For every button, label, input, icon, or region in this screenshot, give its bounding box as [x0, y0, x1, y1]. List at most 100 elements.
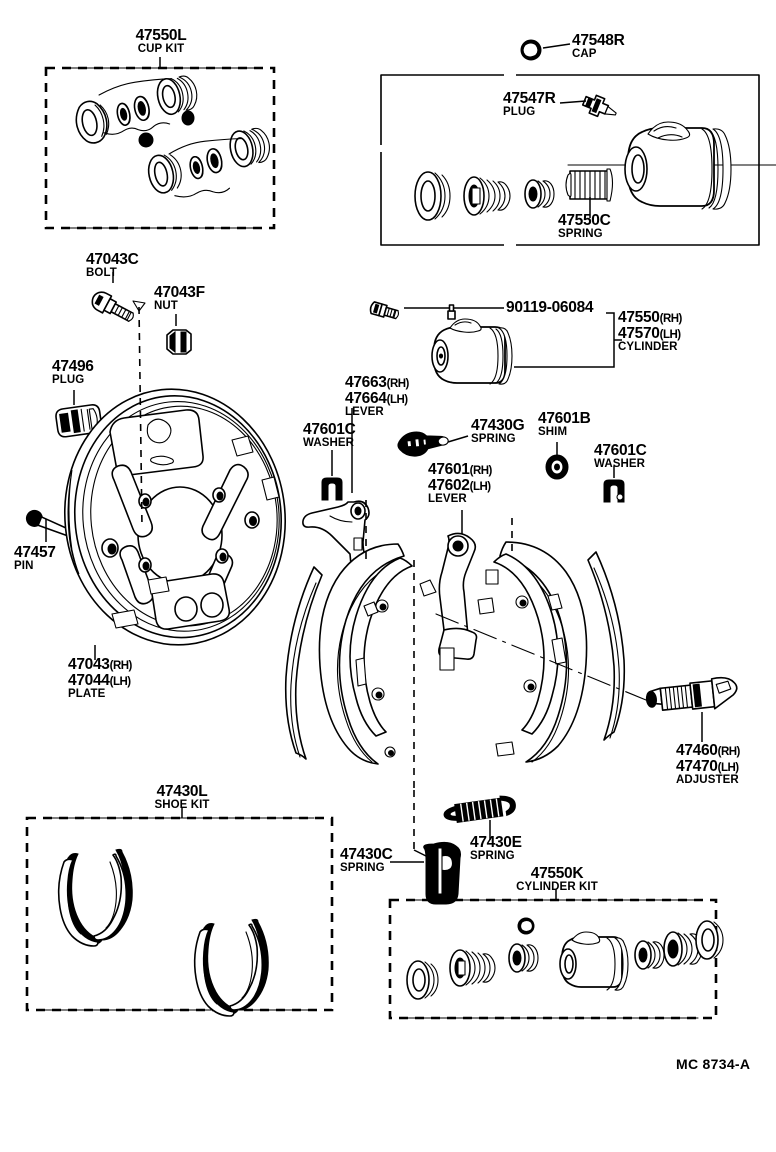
adjuster-part [645, 676, 738, 742]
part-description: WASHER [303, 436, 355, 449]
cylinder-body [624, 121, 732, 210]
shoe-kit-contents [57, 848, 269, 1017]
label-shoe-kit: 47430L SHOE KIT [122, 784, 242, 812]
lever-47601-part [438, 510, 478, 671]
shim-part [545, 442, 569, 480]
brake-lining-left [284, 566, 323, 760]
part-number: 47547R [503, 90, 556, 107]
part-number: 47601C [303, 421, 356, 438]
nut-part [166, 314, 192, 355]
part-description: PLUG [52, 373, 85, 386]
spring-47430c-part [390, 841, 461, 905]
part-number-lh: 47602(LH) [428, 476, 491, 494]
brake-shoe-left [318, 543, 437, 765]
part-description: SPRING [558, 227, 603, 240]
label-washer-right: 47601C WASHER [594, 443, 647, 471]
part-number: 47430E [470, 834, 522, 851]
part-description: SPRING [471, 432, 516, 445]
part-description: BOLT [86, 266, 117, 279]
label-lever-47601: 47601(RH) 47602(LH) LEVER [428, 462, 492, 505]
washer-left-part [321, 450, 343, 501]
part-number: 47550C [558, 212, 611, 229]
part-number: 47043C [86, 251, 139, 268]
part-number: 47601C [594, 442, 647, 459]
part-description: PLUG [503, 105, 536, 118]
part-number-lh: 47044(LH) [68, 671, 131, 689]
brake-shoe-right [477, 541, 588, 763]
part-number-lh: 47470(LH) [676, 757, 739, 775]
part-description: CYLINDER KIT [516, 880, 598, 893]
cup-kit-contents [75, 75, 270, 198]
part-number: 47430G [471, 417, 525, 434]
label-spring-47430g: 47430G SPRING [471, 417, 525, 446]
wheel-cylinder-exploded [414, 121, 776, 221]
part-description: CYLINDER [618, 340, 678, 353]
part-number: 47550K [530, 865, 584, 882]
bolt-alignment-line [138, 306, 143, 528]
label-cap: 47548R CAP [572, 33, 625, 61]
part-number: 47496 [52, 358, 94, 375]
cylinder-kit-box [388, 889, 718, 1020]
bolt-part [91, 272, 134, 322]
wheel-cylinder-main [431, 304, 622, 385]
label-shim: 47601B SHIM [538, 411, 591, 439]
part-description: LEVER [345, 405, 384, 418]
label-cylinder-kit: 47550K CYLINDER KIT [496, 866, 618, 894]
label-pin: 47457 PIN [14, 545, 56, 573]
part-number: 90119-06084 [506, 299, 594, 316]
cup-kit-box [44, 57, 276, 230]
label-washer-left: 47601C WASHER [303, 422, 356, 450]
shoe-alignment-line [435, 613, 647, 701]
part-description: SHOE KIT [154, 798, 210, 811]
part-number: 47043F [154, 284, 205, 301]
part-description: LEVER [428, 492, 467, 505]
part-description: SHIM [538, 425, 568, 438]
brake-lining-right [587, 551, 626, 741]
label-cylinder: 47550(RH) 47570(LH) CYLINDER [618, 310, 682, 353]
backing-plate [63, 388, 287, 660]
spring-47430g-part [397, 431, 469, 457]
part-description: WASHER [594, 457, 646, 470]
label-spring-47430e: 47430E SPRING [470, 835, 522, 863]
cylinder-kit-contents [406, 917, 724, 1000]
label-spring-47550c: 47550C SPRING [558, 213, 611, 241]
part-number-lh: 47570(LH) [618, 324, 681, 342]
plug-47547-part [559, 94, 617, 118]
label-spring-47430c: 47430C SPRING [340, 847, 393, 875]
label-plate: 47043(RH) 47044(LH) PLATE [68, 657, 132, 700]
label-plug-47496: 47496 PLUG [52, 359, 94, 387]
part-description: NUT [154, 299, 178, 312]
part-description: PIN [14, 559, 34, 572]
part-description: PLATE [68, 687, 106, 700]
part-description: ADJUSTER [676, 773, 739, 786]
label-lever-47663: 47663(RH) 47664(LH) LEVER [345, 375, 409, 418]
part-description: SPRING [340, 861, 385, 874]
spring-47430e-part [443, 795, 516, 840]
part-number-rh: 47460(RH) [676, 742, 740, 759]
wheel-cylinder-detail-box [379, 73, 760, 247]
label-bolt-90119: 90119-06084 [506, 299, 594, 316]
plug-47496-part [55, 390, 103, 438]
part-number-rh: 47601(RH) [428, 461, 492, 478]
label-cup-kit: 47550L CUP KIT [100, 28, 222, 56]
part-number: 47430L [156, 783, 208, 800]
part-description: SPRING [470, 849, 515, 862]
part-number-lh: 47664(LH) [345, 389, 408, 407]
label-bolt: 47043C BOLT [86, 252, 139, 280]
part-number-rh: 47550(RH) [618, 309, 682, 326]
washer-right-part [603, 466, 625, 503]
sheet-code: MC 8734-A [676, 1056, 751, 1072]
label-plug-47547: 47547R PLUG [503, 91, 556, 119]
part-number: 47601B [538, 410, 591, 427]
bolt-90119-part [369, 301, 504, 320]
shoe-kit-box [25, 807, 334, 1012]
part-description: CAP [572, 47, 597, 60]
part-number-rh: 47663(RH) [345, 374, 409, 391]
label-nut: 47043F NUT [154, 285, 205, 313]
part-number: 47430C [340, 846, 393, 863]
part-description: CUP KIT [137, 42, 185, 55]
part-number: 47548R [572, 32, 625, 49]
part-number: 47457 [14, 544, 56, 561]
